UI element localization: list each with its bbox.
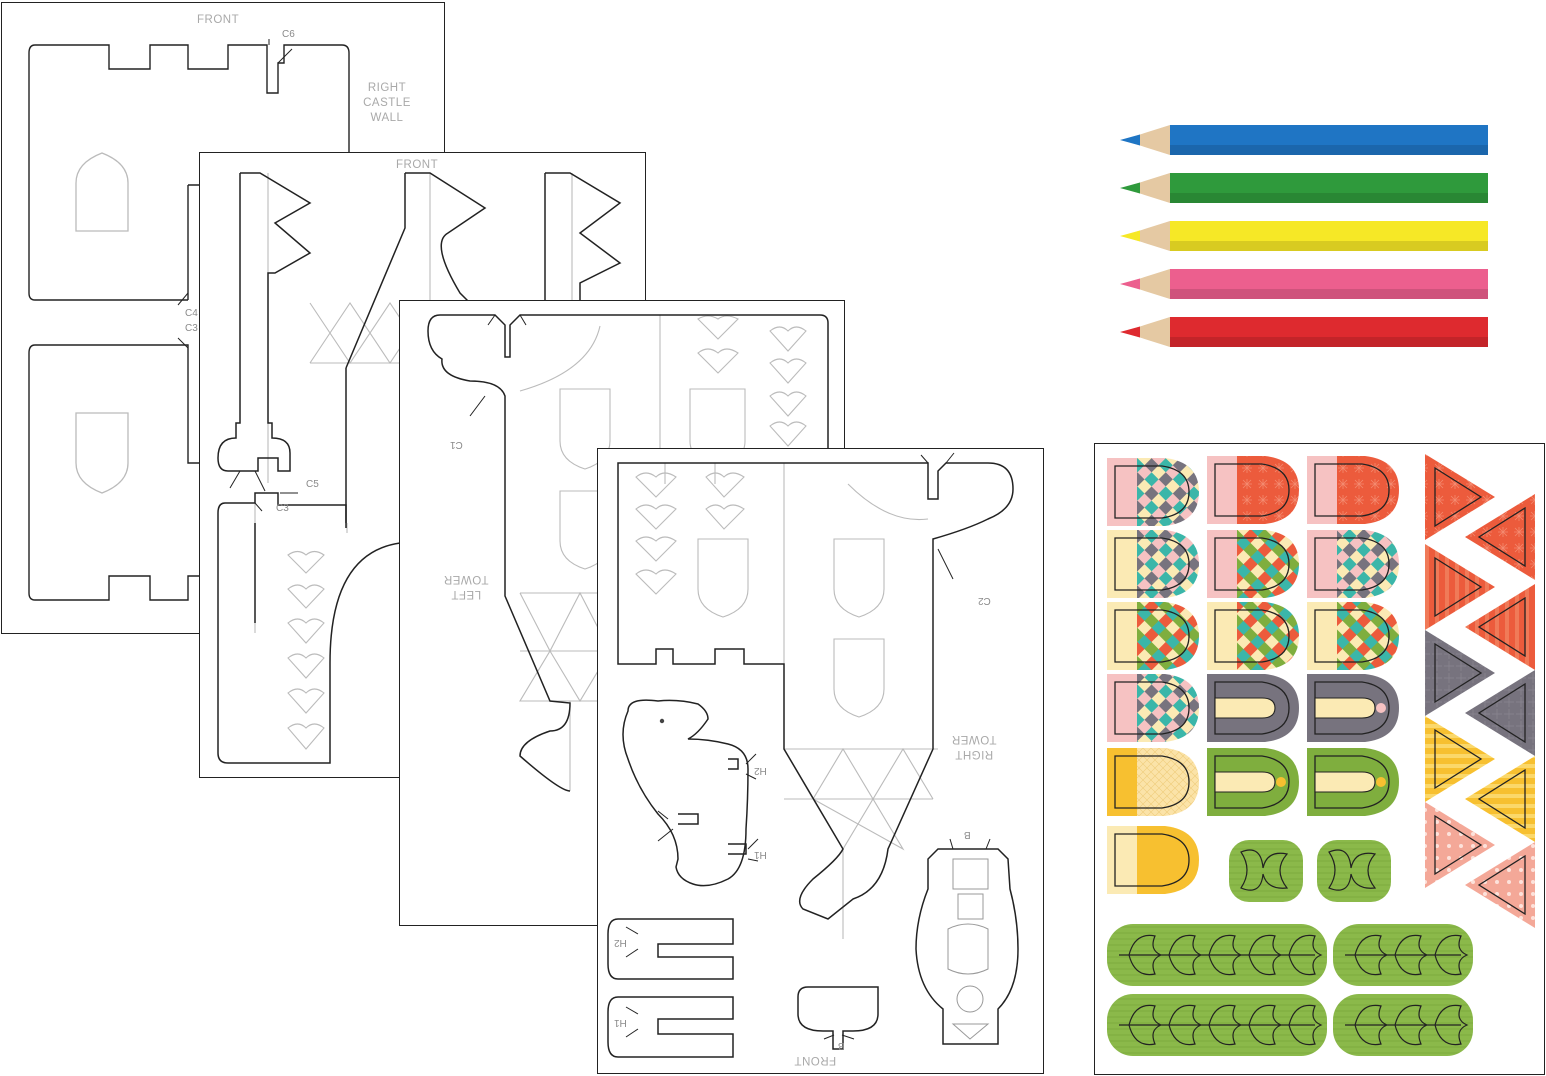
sticker-door-1 (1207, 674, 1299, 742)
h1-label: H1 (754, 849, 767, 860)
sticker-pennant-9 (1425, 802, 1495, 888)
pencil-pink (1120, 269, 1488, 299)
sticker-pennant-1 (1425, 454, 1495, 540)
colored-pencils (1118, 118, 1498, 358)
sticker-window-4 (1107, 674, 1199, 742)
sticker-window-7 (1207, 456, 1299, 524)
sticker-sheet (1094, 443, 1545, 1075)
sticker-pennant-6 (1465, 670, 1535, 756)
sticker-window-12 (1307, 602, 1399, 670)
sticker-vine-1 (1107, 924, 1327, 986)
front-label-2: FRONT (396, 159, 439, 171)
front-label-4: FRONT (794, 1054, 837, 1066)
sticker-vine-4 (1333, 994, 1473, 1056)
c5-label: C5 (306, 479, 319, 490)
sticker-sheet-art (1107, 454, 1535, 1056)
sticker-window-8 (1207, 530, 1299, 598)
right-tower-title: RIGHT TOWER (951, 733, 997, 760)
sticker-pennant-5 (1425, 630, 1495, 716)
right-tower-outline (607, 452, 1019, 1058)
front-gate-outline (217, 172, 622, 764)
sticker-door-2 (1207, 748, 1299, 816)
sticker-window-6 (1107, 826, 1199, 894)
right-castle-wall-title: RIGHT CASTLE WALL (363, 82, 411, 124)
c2-label: C2 (978, 595, 991, 606)
sticker-vine-2 (1333, 924, 1473, 986)
pencil-yellow (1120, 221, 1488, 251)
b-label: B (964, 829, 971, 840)
b-label-2: B (838, 1040, 845, 1051)
c3-label-2: C3 (276, 503, 289, 514)
sticker-vine-3 (1107, 994, 1327, 1056)
sticker-window-2 (1107, 530, 1199, 598)
sticker-window-1 (1107, 458, 1199, 526)
sticker-pennant-10 (1465, 842, 1535, 928)
left-tower-title: LEFT TOWER (443, 573, 489, 600)
pencil-green (1120, 173, 1488, 203)
c3-label: C3 (185, 323, 198, 334)
pencil-red (1120, 317, 1488, 347)
sticker-window-11 (1307, 530, 1399, 598)
c6-label: C6 (282, 29, 295, 40)
sticker-window-10 (1307, 456, 1399, 524)
right-castle-wall-outline (28, 39, 350, 601)
sticker-pennant-7 (1425, 716, 1495, 802)
c1-label: C1 (450, 439, 463, 450)
sticker-window-9 (1207, 602, 1299, 670)
sticker-pennant-8 (1465, 756, 1535, 842)
pencil-blue (1120, 125, 1488, 155)
h2-label: H2 (754, 765, 767, 776)
sticker-pennant-3 (1425, 544, 1495, 630)
sticker-door-3 (1307, 674, 1399, 742)
sticker-door-4 (1307, 748, 1399, 816)
horse-eye-icon (659, 718, 665, 724)
sticker-leaf-sprig-2 (1317, 840, 1391, 902)
left-tower-outline (427, 314, 829, 792)
sticker-pennant-4 (1465, 584, 1535, 670)
sticker-pennant-2 (1465, 494, 1535, 580)
sticker-window-5 (1107, 748, 1199, 816)
right-tower-sheet: C2 RIGHT TOWER H2 H1 H2 H1 B B FRONT (597, 448, 1044, 1074)
h1-label-2: H1 (614, 1017, 627, 1028)
sticker-window-3 (1107, 602, 1199, 670)
h2-label-2: H2 (614, 937, 627, 948)
c4-label: C4 (185, 308, 198, 319)
front-label: FRONT (197, 14, 240, 26)
sticker-leaf-sprig-1 (1229, 840, 1303, 902)
pencils-illustration (1120, 125, 1488, 347)
